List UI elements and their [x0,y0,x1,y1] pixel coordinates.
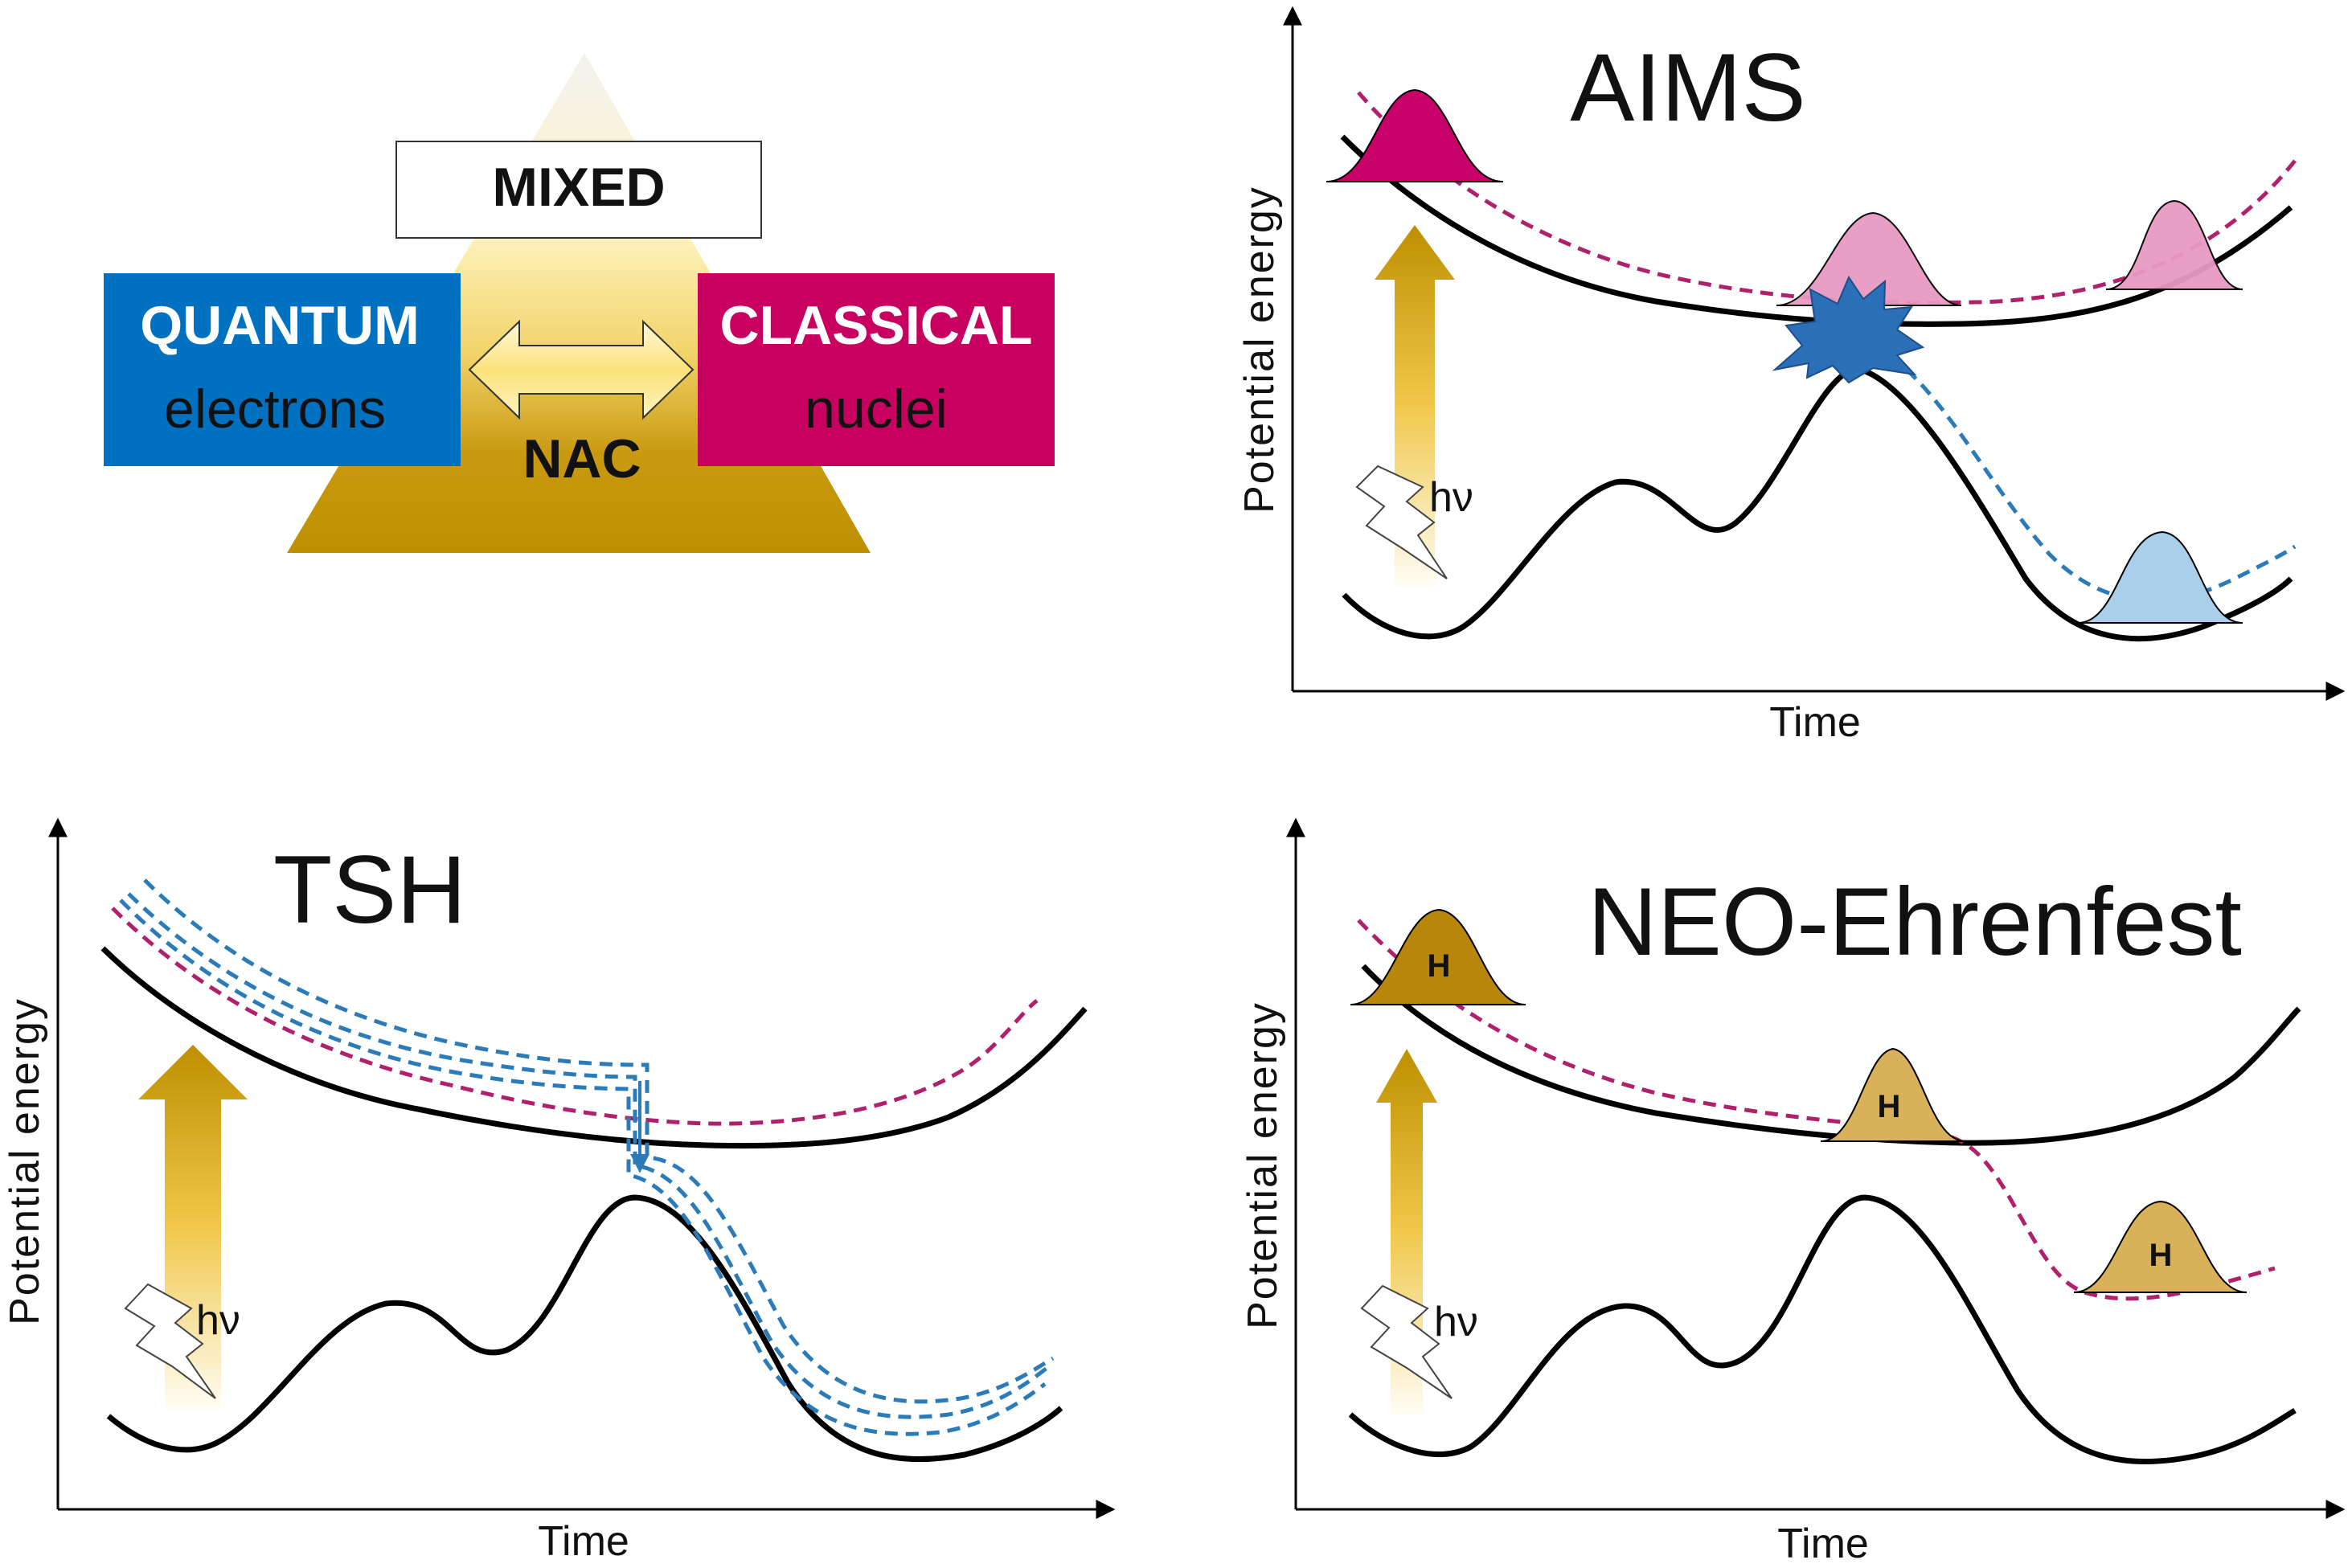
aims-title: AIMS [1570,34,1805,141]
aims-lightning-icon [1355,465,1448,579]
tsh-xlabel: Time [538,1518,629,1565]
classical-title: CLASSICAL [719,295,1032,356]
tsh-lightning-icon [124,1283,216,1399]
aims-blue-trajectory [1871,343,2297,603]
quantum-box [104,273,461,466]
neo-final-proton-packet [2073,1200,2248,1293]
aims-initial-wavepacket [1326,88,1504,182]
nac-label: NAC [522,428,641,489]
aims-final-pink-packet [2105,199,2243,290]
panel-tsh: Potential energy Time TSH hν [2,817,1116,1565]
aims-final-blue-packet [2077,530,2243,624]
nac-double-arrow [468,319,695,420]
aims-xlabel: Time [1769,699,1861,746]
neo-mid-proton-label: H [1878,1089,1901,1124]
neo-photon-label: hν [1434,1299,1478,1345]
tsh-ylabel: Potential energy [2,997,48,1325]
tsh-lower-surface [106,1194,1063,1463]
method-triangle: MIXED QUANTUM electrons CLASSICAL nuclei… [104,53,1055,553]
panel-aims: Potential energy Time AIMS hν [1236,6,2346,746]
panel-neo-ehrenfest: Potential energy Time NEO-Ehrenfest hν H… [1240,817,2346,1567]
neo-ylabel: Potential energy [1240,1001,1286,1329]
neo-lower-surface [1348,1194,2297,1465]
neo-initial-proton-packet [1350,908,1526,1005]
aims-lower-surface [1342,366,2293,642]
classical-sub: nuclei [805,379,948,440]
neo-upper-surface [1361,964,2301,1146]
tsh-photon-label: hν [196,1297,240,1344]
mixed-label: MIXED [492,157,665,218]
neo-title: NEO-Ehrenfest [1588,868,2242,976]
tsh-blue-trajectory-2 [119,899,1047,1436]
neo-mid-proton-packet [1820,1047,1966,1142]
neo-lightning-icon [1360,1284,1453,1399]
neo-xlabel: Time [1777,1521,1869,1567]
neo-initial-proton-label: H [1428,948,1451,984]
tsh-magenta-trajectory [111,907,1039,1126]
tsh-blue-trajectory-3 [143,878,1055,1404]
quantum-sub: electrons [164,379,386,440]
classical-box [698,273,1055,466]
mixed-box [395,141,762,239]
aims-spawned-pink-packet [1776,211,1962,306]
tsh-title: TSH [273,836,466,944]
aims-photon-label: hν [1429,474,1473,521]
aims-spawning-burst [1772,275,1925,384]
neo-final-proton-label: H [2149,1238,2173,1273]
aims-ylabel: Potential energy [1236,186,1283,514]
tsh-upper-surface [100,946,1088,1149]
quantum-title: QUANTUM [140,295,420,356]
